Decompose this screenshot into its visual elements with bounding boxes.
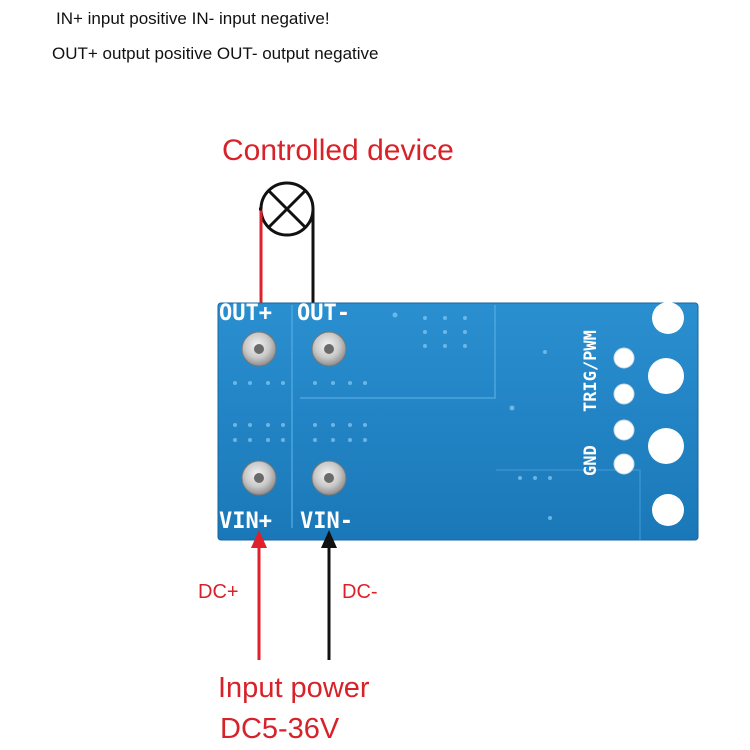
label-dc-minus: DC-	[342, 581, 378, 603]
input-voltage-range: DC5-36V	[220, 713, 340, 745]
controlled-device-title: Controlled device	[222, 134, 454, 167]
terminal-out-minus	[311, 331, 347, 367]
input-power-title: Input power	[218, 672, 370, 704]
label-trig-pwm: TRIG/PWM	[581, 330, 601, 412]
mounting-holes	[648, 302, 684, 526]
note-output-polarity: OUT+ output positive OUT- output negativ…	[52, 44, 379, 63]
terminal-vin-minus	[311, 460, 347, 496]
label-out-minus: OUT-	[297, 301, 350, 326]
lamp-icon	[259, 181, 315, 237]
label-vin-minus: VIN-	[300, 509, 353, 534]
label-gnd: GND	[581, 445, 601, 476]
label-out-plus: OUT+	[219, 301, 272, 326]
input-positive-wire	[251, 530, 267, 660]
signal-pin-holes	[613, 347, 635, 475]
note-input-polarity: IN+ input positive IN- input negative!	[56, 9, 330, 28]
mosfet-board: OUT+ OUT- VIN+ VIN- TRIG/PWM GND	[217, 301, 699, 541]
terminal-vin-plus	[241, 460, 277, 496]
terminal-out-plus	[241, 331, 277, 367]
input-negative-wire	[321, 530, 337, 660]
label-dc-plus: DC+	[198, 581, 239, 603]
label-vin-plus: VIN+	[219, 509, 272, 534]
